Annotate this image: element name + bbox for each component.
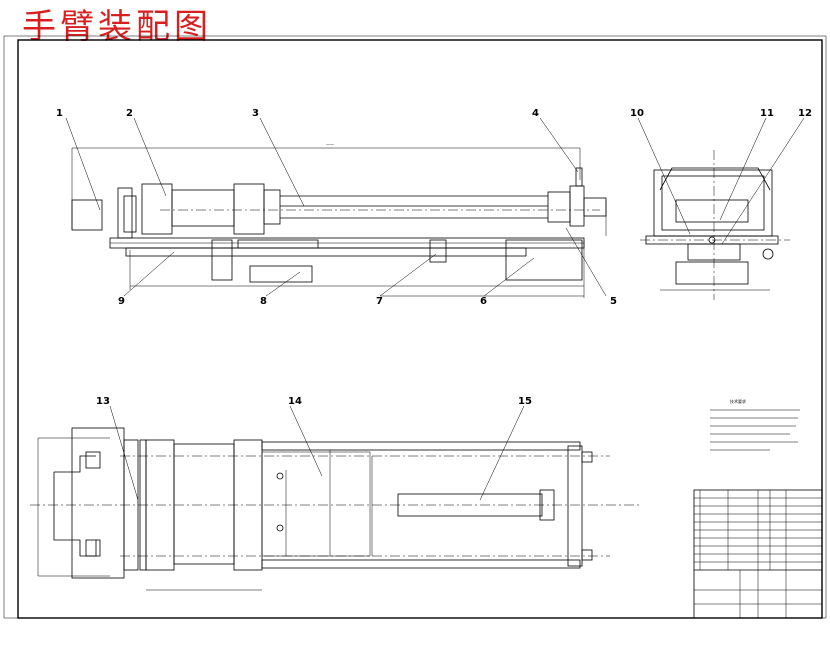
top-view: [30, 427, 640, 591]
svg-text:——: ——: [326, 142, 334, 147]
callout-2: 2: [126, 108, 133, 119]
callout-9: 9: [118, 296, 125, 307]
callout-11: 11: [760, 108, 774, 119]
side-view: [640, 150, 790, 300]
title-block: [693, 489, 823, 619]
callout-15: 15: [518, 396, 532, 407]
callout-6: 6: [480, 296, 487, 307]
callout-1: 1: [56, 108, 63, 119]
front-view: ——: [71, 142, 607, 298]
technical-notes: 技术要求: [710, 398, 800, 451]
outer-frame: [3, 35, 827, 619]
callout-13: 13: [96, 396, 110, 407]
callout-leaders: [65, 117, 805, 501]
inner-frame: [17, 39, 823, 619]
callout-8: 8: [260, 296, 267, 307]
drawing-title: 手臂装配图: [22, 7, 212, 47]
callout-3: 3: [252, 108, 259, 119]
callout-12: 12: [798, 108, 812, 119]
callout-14: 14: [288, 396, 302, 407]
callout-4: 4: [532, 108, 539, 119]
notes-heading: 技术要求: [730, 398, 746, 404]
callout-7: 7: [376, 296, 383, 307]
callout-10: 10: [630, 108, 644, 119]
callout-5: 5: [610, 296, 617, 307]
callout-labels: 1 2 3 4 5 6 7 8 9 10 11 12 13 14 15 16: [56, 108, 812, 407]
